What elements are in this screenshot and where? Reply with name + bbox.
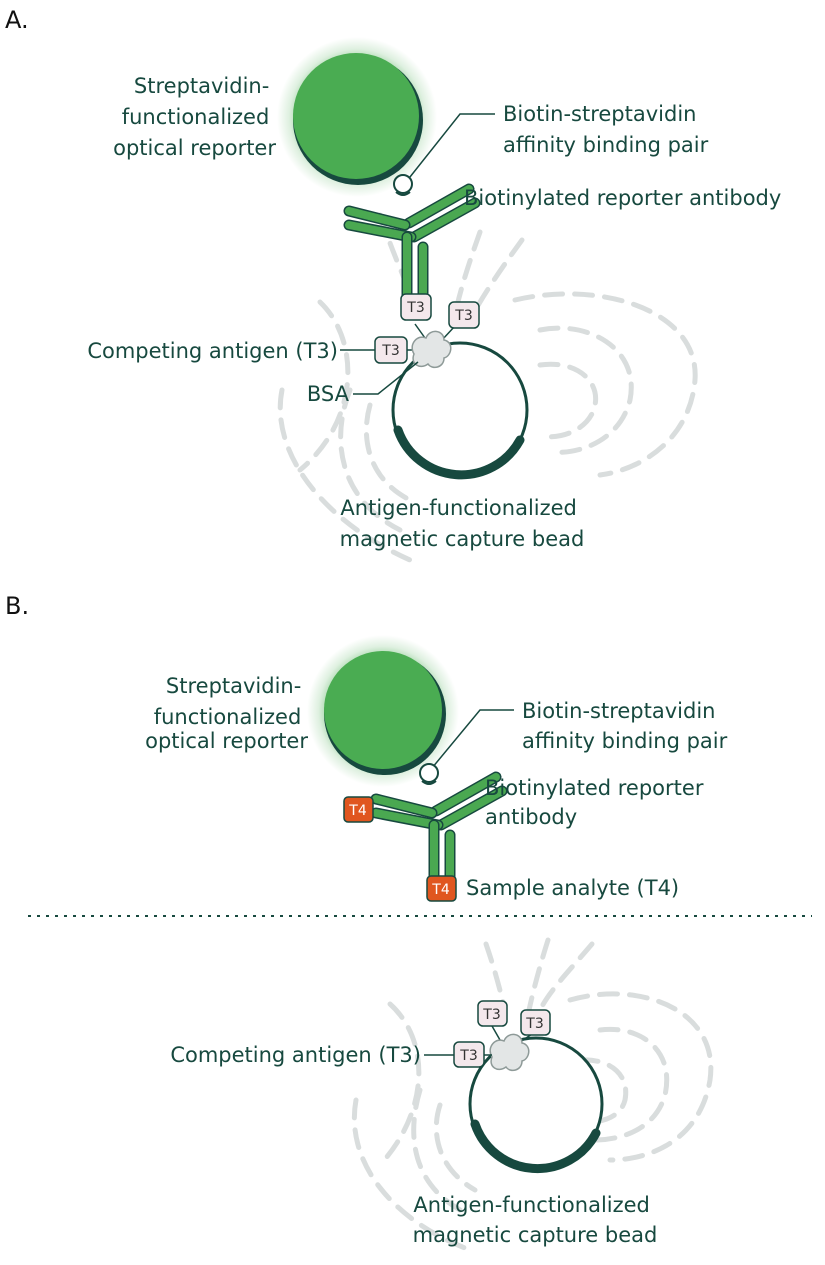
reporter-label: Streptavidin- functionalized optical rep… — [113, 74, 276, 160]
antibody-label: Biotinylated reporter antibody — [464, 186, 781, 210]
svg-text:T3: T3 — [406, 300, 424, 316]
svg-text:T3: T3 — [525, 1016, 543, 1032]
svg-text:T3: T3 — [381, 343, 399, 359]
capture-bead-label: Antigen-functionalized magnetic capture … — [413, 1193, 658, 1247]
competing-antigen-label: Competing antigen (T3) — [87, 339, 338, 363]
t3-tag: T3 — [374, 336, 408, 364]
reporter-label: Streptavidin- functionalized optical rep… — [145, 674, 308, 753]
reporter-antibody-icon — [376, 777, 502, 885]
t4-tag: T4 — [343, 796, 374, 823]
competing-antigen-label: Competing antigen (T3) — [170, 1043, 421, 1067]
optical-reporter-bead — [293, 53, 419, 179]
binding-pair-leader-line — [431, 709, 514, 769]
binding-pair-label: Biotin-streptavidin affinity binding pai… — [503, 102, 709, 157]
t3-tag: T3 — [520, 1009, 551, 1036]
binding-pair-label: Biotin-streptavidin affinity binding pai… — [522, 699, 728, 753]
binding-pair-leader-line — [405, 113, 495, 183]
svg-text:T3: T3 — [454, 308, 472, 324]
magnetic-field-lines-b — [352, 937, 714, 1253]
t3-tag: T3 — [448, 301, 480, 329]
panel-a-label: A. — [5, 6, 29, 34]
biotin-streptavidin-pair-icon — [393, 174, 413, 194]
svg-text:T3: T3 — [459, 1048, 477, 1064]
reporter-antibody-icon — [349, 189, 475, 297]
svg-text:T4: T4 — [431, 882, 450, 898]
t3-tag: T3 — [400, 293, 432, 321]
t4-tag: T4 — [426, 875, 457, 902]
t3-tag: T3 — [453, 1041, 485, 1068]
panel-b-label: B. — [5, 592, 29, 620]
optical-reporter-bead — [324, 651, 442, 769]
bsa-label: BSA — [307, 382, 350, 406]
antibody-label: Biotinylated reporter antibody — [485, 776, 710, 829]
sample-analyte-label: Sample analyte (T4) — [466, 876, 679, 900]
svg-text:T3: T3 — [482, 1007, 500, 1023]
t3-tag: T3 — [477, 1000, 508, 1027]
svg-text:T4: T4 — [348, 803, 367, 819]
capture-bead-label: Antigen-functionalized magnetic capture … — [340, 496, 585, 551]
biotin-streptavidin-pair-icon — [419, 763, 439, 783]
